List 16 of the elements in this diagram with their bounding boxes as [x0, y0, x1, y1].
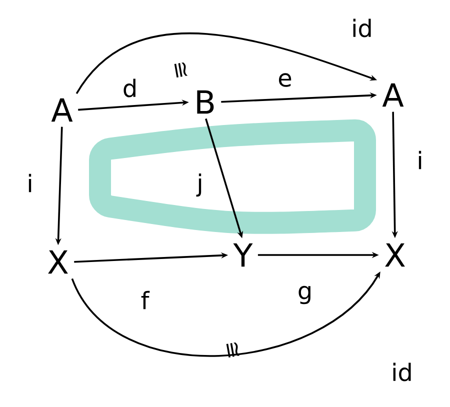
- letter: A: [382, 83, 404, 107]
- edge-label: g: [296, 284, 314, 306]
- letter: Y: [233, 243, 253, 267]
- edge-label: f: [140, 290, 150, 310]
- edge-label: i: [416, 150, 424, 170]
- letter: X: [48, 250, 68, 274]
- letter: X: [385, 243, 405, 267]
- edge-label: id: [390, 362, 414, 382]
- letter: B: [197, 90, 214, 114]
- edge-label: j: [196, 172, 204, 198]
- letter: A: [51, 98, 73, 122]
- edge-label: d: [121, 78, 139, 98]
- edge-label: i: [26, 172, 34, 194]
- isomorphism-sign: ≅: [174, 62, 188, 78]
- edge-label: id: [350, 18, 374, 38]
- edge-label: e: [276, 72, 294, 88]
